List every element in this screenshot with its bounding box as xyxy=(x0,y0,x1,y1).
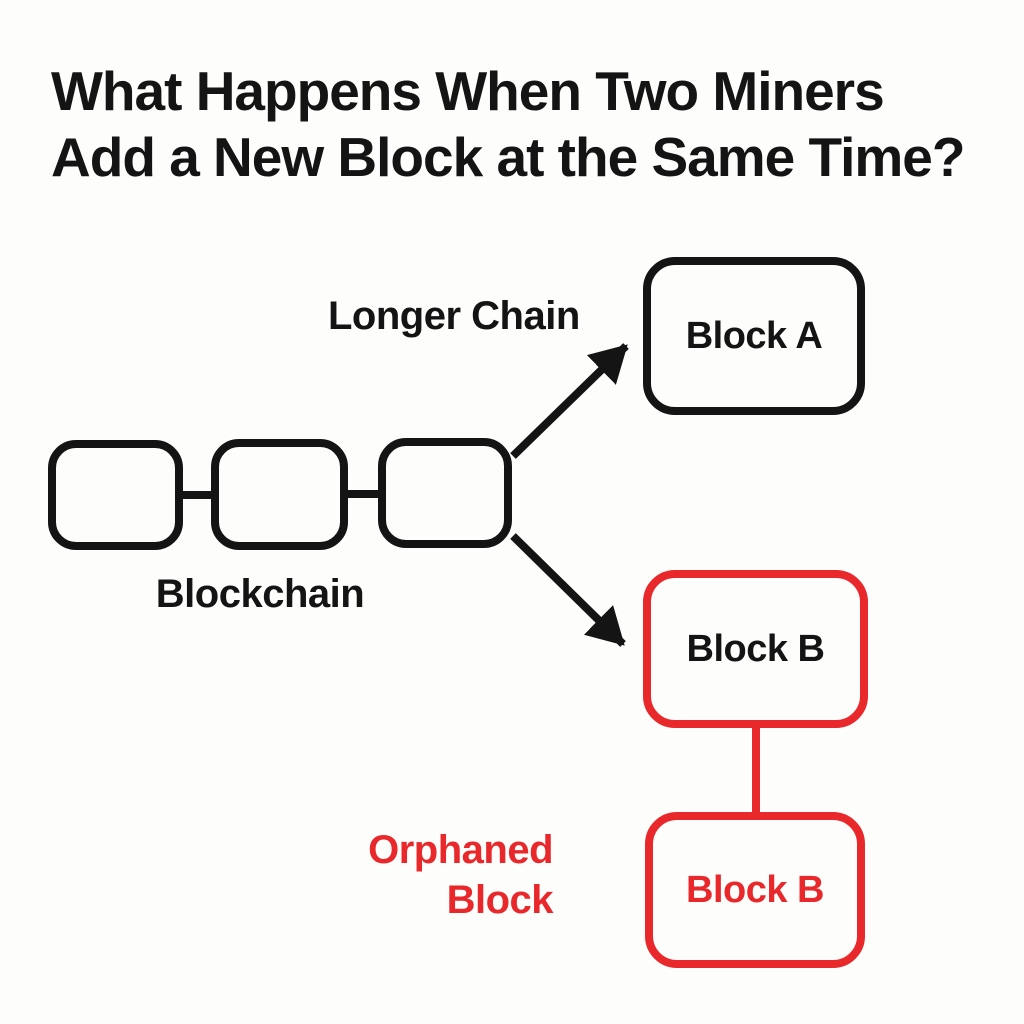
blockchain-label: Blockchain xyxy=(155,572,365,616)
longer-chain-label: Longer Chain xyxy=(328,294,580,338)
arrow-to-block-b xyxy=(510,533,626,647)
block-a-label: Block A xyxy=(685,314,823,357)
orphaned-block-label: Orphaned Block xyxy=(333,825,553,925)
page-title-line-1: What Happens When Two Miners xyxy=(51,60,885,122)
block-b-fork-label: Block B xyxy=(686,627,825,670)
block-a: Block A xyxy=(643,257,865,415)
chain-link-1 xyxy=(181,491,213,499)
orphaned-label-line-1: Orphaned xyxy=(368,828,553,872)
orphaned-label-line-2: Block xyxy=(446,878,554,922)
block-b-orphaned-label: Block B xyxy=(686,868,824,911)
chain-block-1 xyxy=(48,440,183,550)
page-title: What Happens When Two Miners Add a New B… xyxy=(51,58,1016,190)
block-b-fork: Block B xyxy=(643,570,868,728)
chain-block-2 xyxy=(211,439,348,550)
orphaned-chain-link xyxy=(752,722,760,816)
chain-block-3 xyxy=(378,438,512,548)
page-title-line-2: Add a New Block at the Same Time? xyxy=(51,126,965,188)
chain-link-2 xyxy=(346,490,380,498)
arrow-to-block-a xyxy=(510,343,629,459)
block-b-orphaned: Block B xyxy=(645,812,865,968)
